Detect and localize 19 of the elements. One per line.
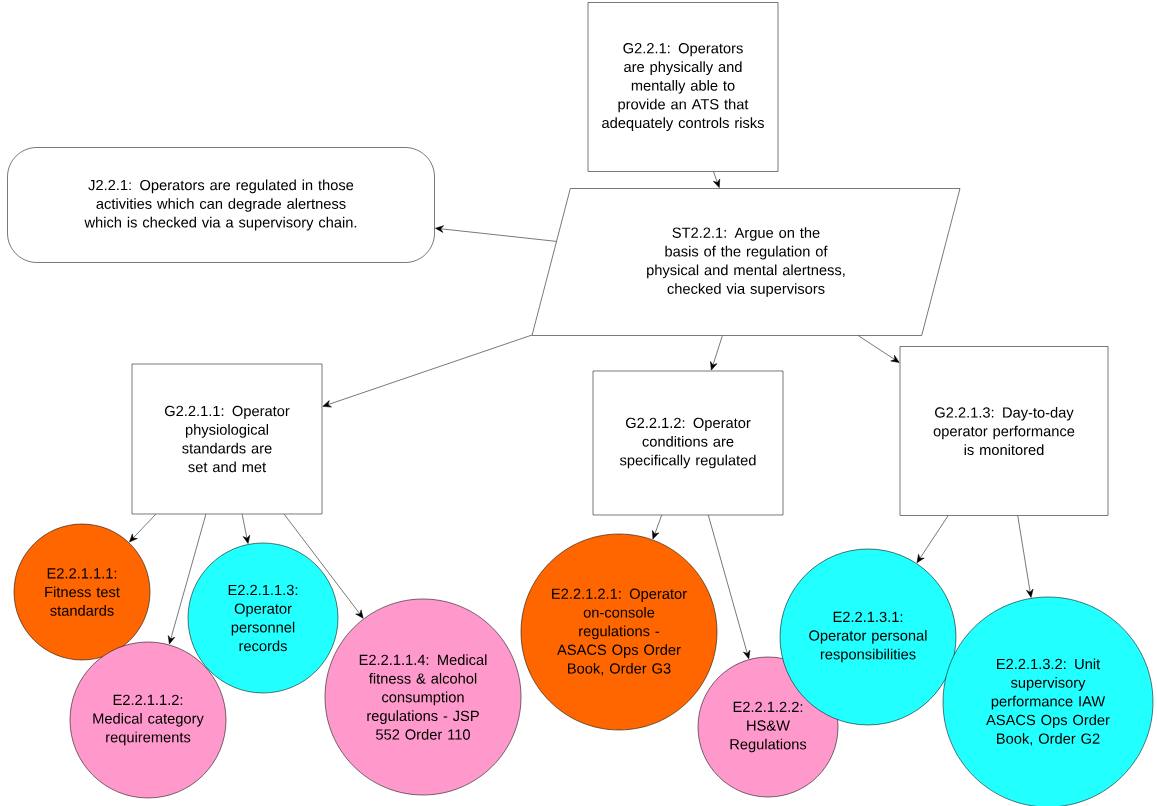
arrow: [708, 515, 751, 659]
arrow: [129, 514, 156, 543]
arrow: [652, 515, 662, 540]
goal-box: G2.2.1: Operators are physically and mentally able to provide an ATS that adequately controls risks: [587, 2, 779, 172]
goal-box: G2.2.1.3: Day-to-day operator performance is monitored: [899, 346, 1109, 516]
arrow: [283, 514, 364, 619]
arrow: [710, 335, 723, 371]
strategy-parallelogram: ST2.2.1: Argue on the basis of the regulation of physical and mental alertness, checked via supervisors: [531, 188, 961, 336]
goal-box: G2.2.1.1: Operator physiological standards are set and met: [131, 363, 323, 515]
arrow: [858, 335, 900, 363]
arrow: [1017, 515, 1034, 598]
justification-box: J2.2.1: Operators are regulated in those activities which can degrade alertness which is checked via a supervisory chain.: [7, 147, 435, 263]
arrow: [322, 334, 533, 408]
goal-box: G2.2.1.2: Operator conditions are specifically regulated: [592, 370, 784, 516]
arrow: [713, 171, 720, 188]
arrow: [241, 514, 251, 544]
arrow: [916, 515, 949, 564]
arrow: [168, 514, 207, 645]
arrow: [435, 225, 557, 242]
